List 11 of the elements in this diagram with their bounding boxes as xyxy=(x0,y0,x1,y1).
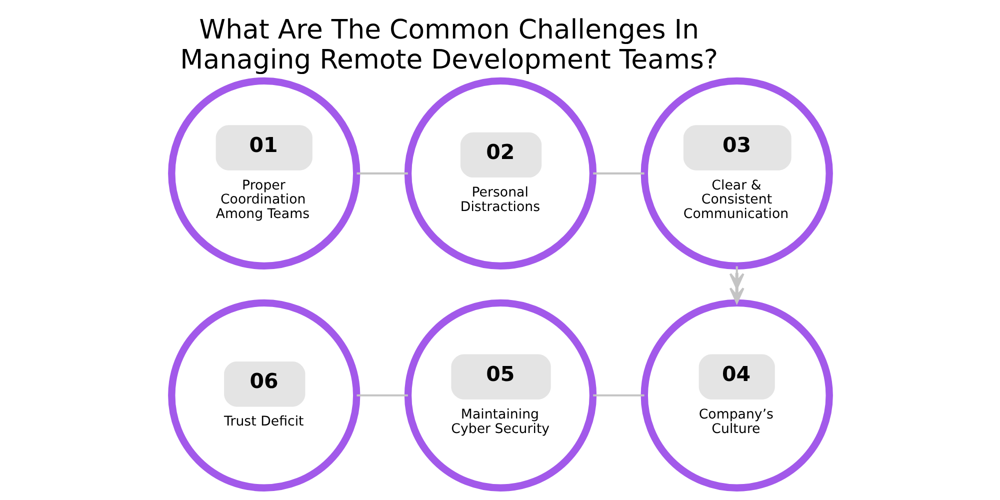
node-circle: 02 Personal Distractions xyxy=(404,76,596,270)
node-circle: 06 Trust Deficit xyxy=(168,298,360,491)
diagram-title: What Are The Common Challenges In Managing Remote Development Teams? xyxy=(180,14,718,75)
connector xyxy=(356,394,408,396)
node-circle: 03 Clear & Consistent Communication xyxy=(640,76,832,270)
connector xyxy=(592,394,644,396)
node-circle: 01 Proper Coordination Among Teams xyxy=(168,76,360,270)
connector xyxy=(356,172,408,174)
node-circle: 05 Maintaining Cyber Security xyxy=(404,298,596,491)
node-circle: 04 Company’s Culture xyxy=(640,298,832,491)
connector xyxy=(592,172,644,174)
